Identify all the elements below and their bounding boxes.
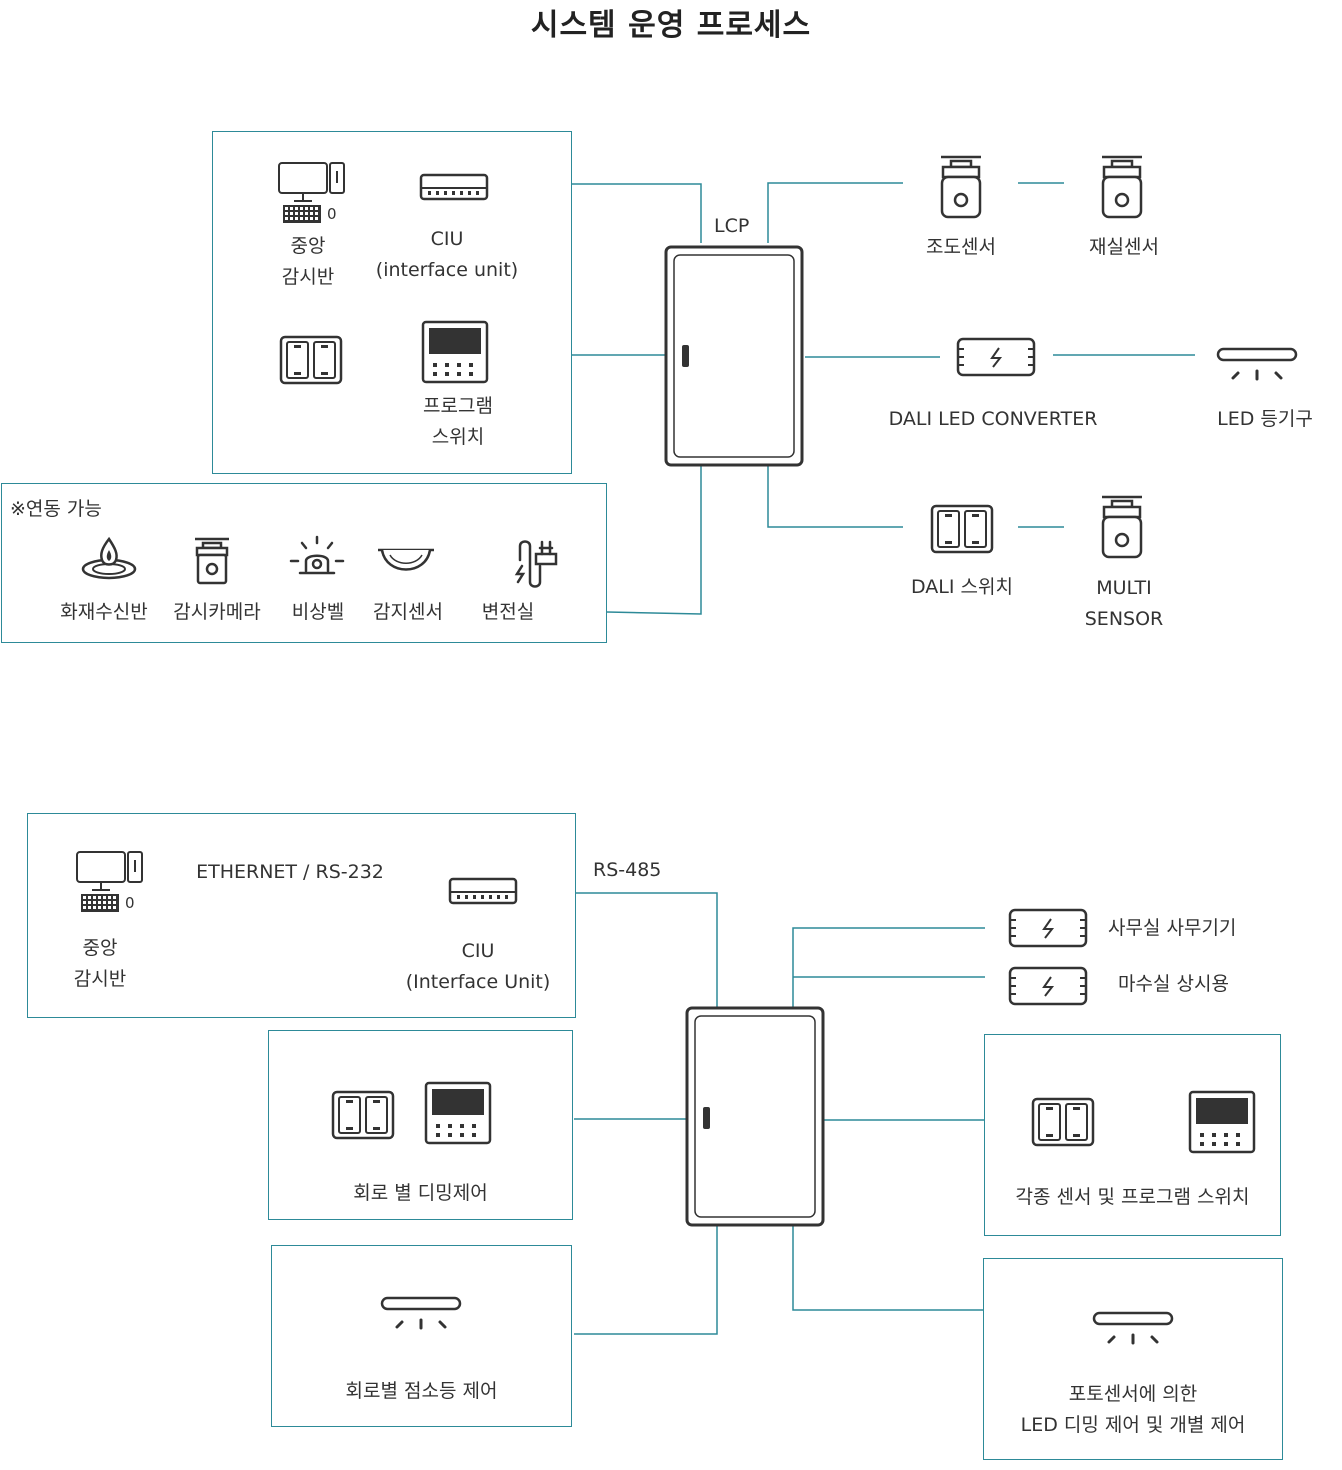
photo-fixture-icon [1092, 1311, 1174, 1345]
cctv-camera-icon [195, 537, 229, 585]
led-fixture-label: LED 등기구 [1217, 408, 1313, 430]
dimming-label: 회로 별 디밍제어 [353, 1182, 488, 1204]
rs485-label: RS-485 [593, 859, 662, 881]
light-sensor-icon [940, 155, 982, 219]
dimming-switch-icon [331, 1090, 395, 1140]
occupancy-sensor-icon [1101, 155, 1143, 219]
detection-sensor-icon [378, 548, 434, 571]
onoff-box [271, 1245, 572, 1427]
bottom-ciu-label-2: (Interface Unit) [405, 971, 551, 993]
lcp-label: LCP [714, 215, 750, 237]
sensors-switch-label: 각종 센서 및 프로그램 스위치 [1015, 1186, 1250, 1208]
central-monitor-label-2: 감시반 [281, 266, 335, 288]
linkage-item-emergency-bell: 비상벨 [291, 601, 345, 623]
program-switch-label-1: 프로그램 [423, 395, 493, 417]
ciu-label-2: (interface unit) [375, 259, 519, 281]
central-control-group-box [212, 131, 572, 474]
program-panel-icon [421, 320, 489, 384]
ciu-icon-bottom [448, 877, 518, 905]
wall-switch-icon [279, 335, 343, 385]
photo-sensor-box [983, 1258, 1283, 1460]
dali-converter-label: DALI LED CONVERTER [888, 408, 1098, 430]
fire-receiver-icon [81, 536, 137, 580]
sensors-panel-icon [1188, 1090, 1256, 1154]
mouse-digit: 0 [327, 205, 337, 223]
multi-sensor-label-1: MULTI [1096, 577, 1152, 599]
emergency-bell-icon [289, 535, 345, 575]
bottom-central-monitor-label-1: 중앙 [82, 937, 118, 959]
computer-icon [278, 162, 345, 223]
photo-sensor-label-2: LED 디밍 제어 및 개별 제어 [1020, 1414, 1246, 1436]
dali-switch-label: DALI 스위치 [911, 576, 1013, 598]
bottom-lcp-cabinet-icon [685, 1006, 825, 1227]
linkage-title: ※연동 가능 [10, 498, 102, 520]
dali-switch-icon [930, 504, 994, 554]
light-sensor-label: 조도센서 [926, 236, 996, 258]
ciu-icon [419, 173, 489, 201]
outlet-converter-icon [1008, 966, 1088, 1006]
dimming-box [268, 1030, 573, 1220]
dali-converter-icon [956, 337, 1036, 377]
outlet-label: 마수실 상시용 [1118, 973, 1229, 995]
photo-sensor-label-1: 포토센서에 의한 [1068, 1383, 1198, 1405]
ethernet-label: ETHERNET / RS-232 [196, 861, 384, 883]
linkage-item-detection-sensor: 감지센서 [373, 601, 443, 623]
mouse-digit-bottom: 0 [125, 894, 135, 912]
ciu-label-1: CIU [430, 228, 464, 250]
lcp-cabinet-icon [664, 245, 804, 467]
multi-sensor-label-2: SENSOR [1084, 608, 1164, 630]
substation-plug-icon [514, 540, 558, 588]
computer-icon-bottom [76, 851, 143, 912]
multi-sensor-icon [1101, 495, 1143, 559]
linkage-item-cctv: 감시카메라 [173, 601, 261, 623]
onoff-fixture-icon [380, 1296, 462, 1330]
page-title: 시스템 운영 프로세스 [530, 8, 812, 43]
linkage-item-fire-receiver: 화재수신반 [60, 601, 148, 623]
office-equipment-label: 사무실 사무기기 [1108, 917, 1237, 939]
linkage-item-substation: 변전실 [481, 601, 535, 623]
dimming-panel-icon [424, 1081, 492, 1145]
bottom-ciu-label-1: CIU [461, 940, 495, 962]
onoff-label: 회로별 점소등 제어 [345, 1380, 498, 1402]
sensors-switch-icon [1031, 1097, 1095, 1147]
office-converter-icon [1008, 908, 1088, 948]
program-switch-label-2: 스위치 [431, 426, 485, 448]
occupancy-sensor-label: 재실센서 [1089, 236, 1159, 258]
bottom-central-box [27, 813, 576, 1018]
central-monitor-label-1: 중앙 [290, 235, 326, 257]
bottom-central-monitor-label-2: 감시반 [73, 968, 127, 990]
led-fixture-icon [1216, 347, 1298, 381]
